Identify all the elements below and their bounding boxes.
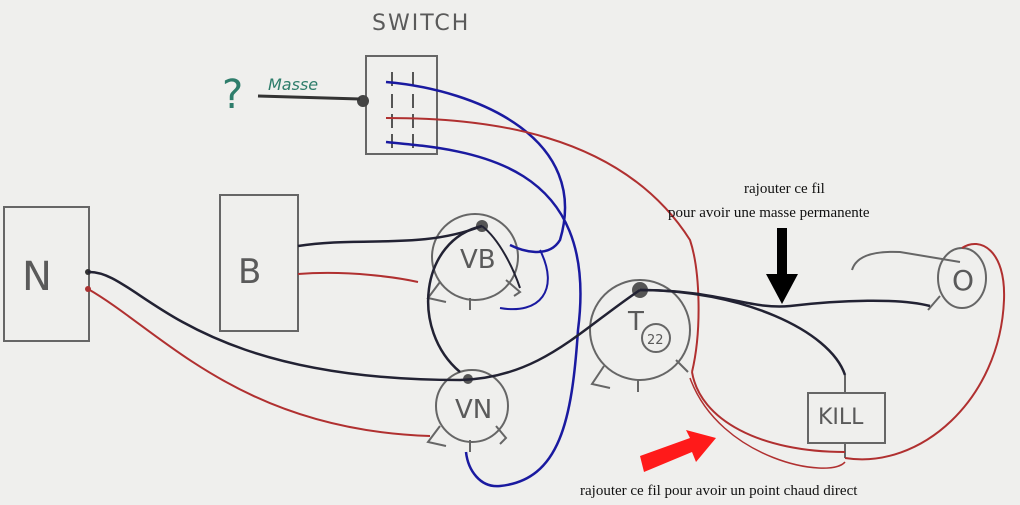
black-arrow: [766, 228, 798, 304]
output-jack: [851, 247, 987, 311]
tone-capacitor-value: 22: [647, 333, 664, 348]
neck-pickup-label: N: [22, 254, 52, 300]
bridge-hot-wire: [297, 271, 419, 283]
volume-neck-label: VN: [455, 395, 492, 425]
switch-wire-to-vb: [385, 80, 567, 254]
masse-label: Masse: [268, 75, 318, 94]
switch-hot-wire: [385, 117, 700, 373]
ground-lead-wire: [257, 94, 361, 101]
neck-ground-wire: [87, 270, 641, 382]
kill-to-jack-wire: [844, 243, 1006, 461]
vb-wiper-wire: [481, 225, 521, 289]
ground-note-line1: rajouter ce fil: [744, 181, 825, 197]
switch-wire-to-vn: [385, 140, 582, 488]
question-mark: ?: [222, 72, 243, 118]
output-jack-label: O: [952, 264, 974, 297]
ground-note-line2: pour avoir une masse permanente: [668, 205, 870, 221]
volume-bridge-label: VB: [460, 245, 496, 275]
red-arrow: [640, 430, 716, 472]
bridge-pickup-label: B: [238, 252, 261, 292]
kill-switch: [807, 375, 886, 458]
added-hot-wire-loop: [689, 377, 846, 469]
neck-hot-wire: [87, 288, 431, 437]
switch-label: SWITCH: [372, 11, 470, 36]
bridge-pickup: [219, 194, 299, 332]
vb-vn-ground-wire: [427, 224, 483, 373]
added-ground-wire: [639, 288, 931, 308]
kill-label: KILL: [818, 405, 864, 430]
volume-neck-pot: [426, 369, 509, 452]
bridge-ground-wire: [297, 224, 483, 248]
switch-wire-vb-lug: [499, 249, 549, 311]
tone-label: T: [627, 307, 644, 337]
hot-note: rajouter ce fil pour avoir un point chau…: [580, 483, 858, 499]
added-hot-wire: [691, 371, 846, 453]
